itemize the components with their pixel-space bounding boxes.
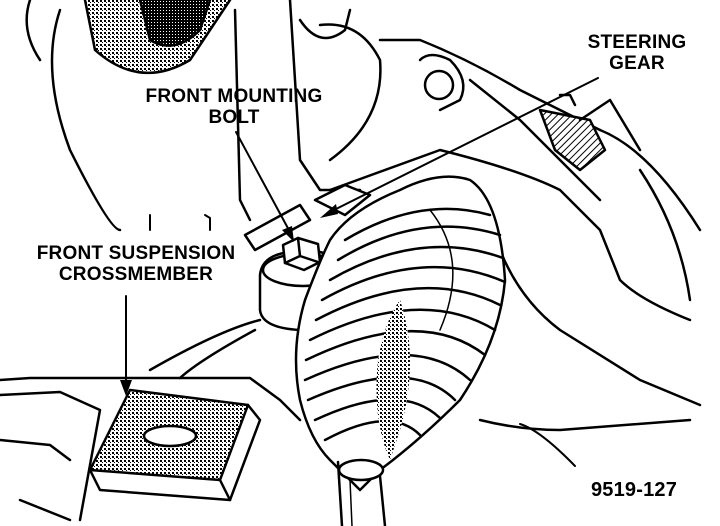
leader-lines	[125, 77, 599, 467]
steering-gear-label-line2: GEAR	[609, 53, 665, 74]
figure-number: 9519-127	[590, 479, 678, 501]
arrowheads	[120, 204, 338, 396]
front-suspension-crossmember-label: FRONT SUSPENSION CROSSMEMBER	[18, 243, 254, 285]
front-mounting-bolt-label: FRONT MOUNTING BOLT	[126, 86, 342, 128]
crossmember	[0, 318, 302, 522]
crossmember-label-line1: FRONT SUSPENSION	[36, 243, 236, 264]
crossmember-label-line2: CROSSMEMBER	[58, 264, 214, 285]
front-mounting-bolt-label-line2: BOLT	[208, 107, 260, 128]
rubber-boot	[294, 175, 507, 492]
upper-frame	[25, 0, 702, 302]
front-mounting-bolt-label-line1: FRONT MOUNTING	[145, 86, 323, 107]
steering-gear-label-line1: STEERING	[587, 32, 687, 53]
steering-gear-label: STEERING GEAR	[578, 32, 696, 74]
tie-rod	[336, 458, 387, 526]
steering-gear-body	[313, 98, 702, 432]
